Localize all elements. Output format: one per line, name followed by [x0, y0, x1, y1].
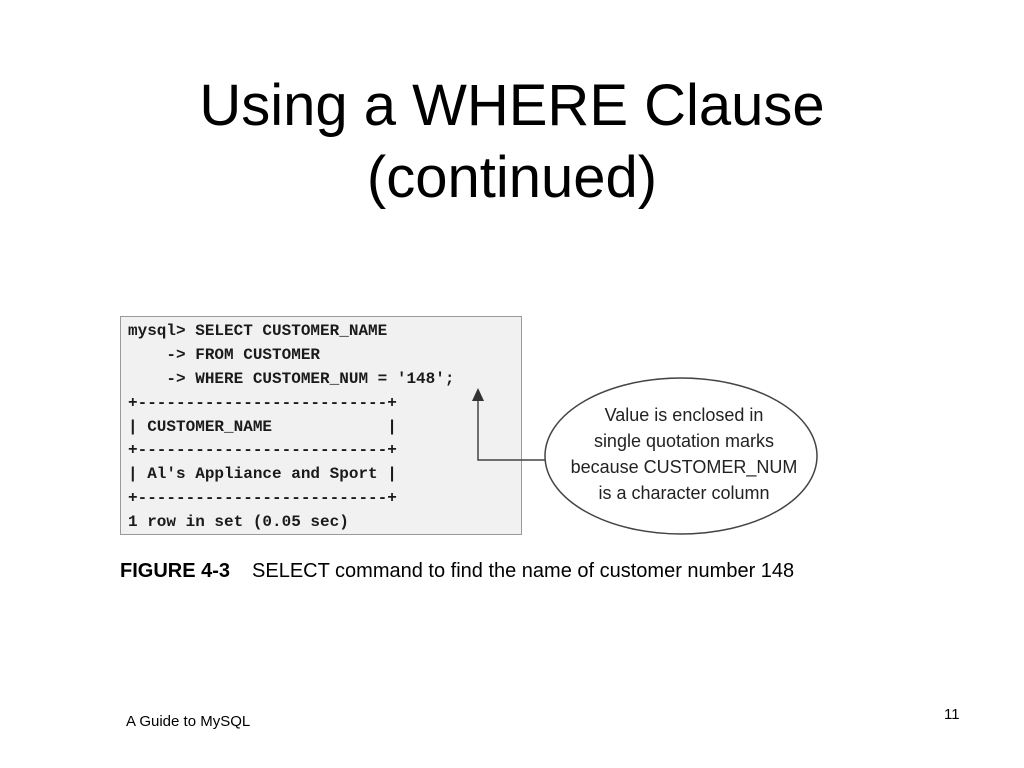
terminal-line: +--------------------------+ — [128, 441, 397, 460]
terminal-line: +--------------------------+ — [128, 393, 397, 412]
callout-arrow-line — [477, 398, 545, 461]
callout-text: Value is enclosed in single quotation ma… — [548, 402, 820, 506]
figure-caption: FIGURE 4-3 SELECT command to find the nam… — [120, 558, 794, 584]
callout-line: because CUSTOMER_NUM — [570, 457, 798, 477]
mysql-terminal-output: mysql> SELECT CUSTOMER_NAME -> FROM CUST… — [120, 316, 522, 535]
slide-title-line-2: (continued) — [366, 145, 658, 210]
terminal-line: mysql> SELECT CUSTOMER_NAME — [128, 322, 388, 340]
terminal-line: -> WHERE CUSTOMER_NUM = '148'; — [128, 369, 455, 388]
terminal-line: | Al's Appliance and Sport | — [128, 465, 397, 484]
slide-title: Using a WHERE Clause (continued) — [0, 70, 1024, 214]
terminal-line: | CUSTOMER_NAME | — [128, 417, 397, 436]
footer-book-title: A Guide to MySQL — [126, 713, 251, 730]
terminal-line: +--------------------------+ — [128, 489, 397, 508]
arrow-head-icon — [472, 388, 484, 401]
callout-line: is a character column — [598, 483, 770, 503]
terminal-line: 1 row in set (0.05 sec) — [128, 513, 349, 532]
callout-ellipse — [544, 377, 818, 535]
slide-page-number: 11 — [944, 706, 960, 723]
figure-caption-text: SELECT command to find the name of custo… — [252, 560, 795, 582]
terminal-line: -> FROM CUSTOMER — [128, 345, 321, 364]
callout-line: single quotation marks — [593, 431, 775, 451]
slide-title-line-1: Using a WHERE Clause — [199, 73, 825, 138]
figure-label: FIGURE 4-3 — [120, 560, 231, 582]
callout-line: Value is enclosed in — [604, 405, 764, 425]
